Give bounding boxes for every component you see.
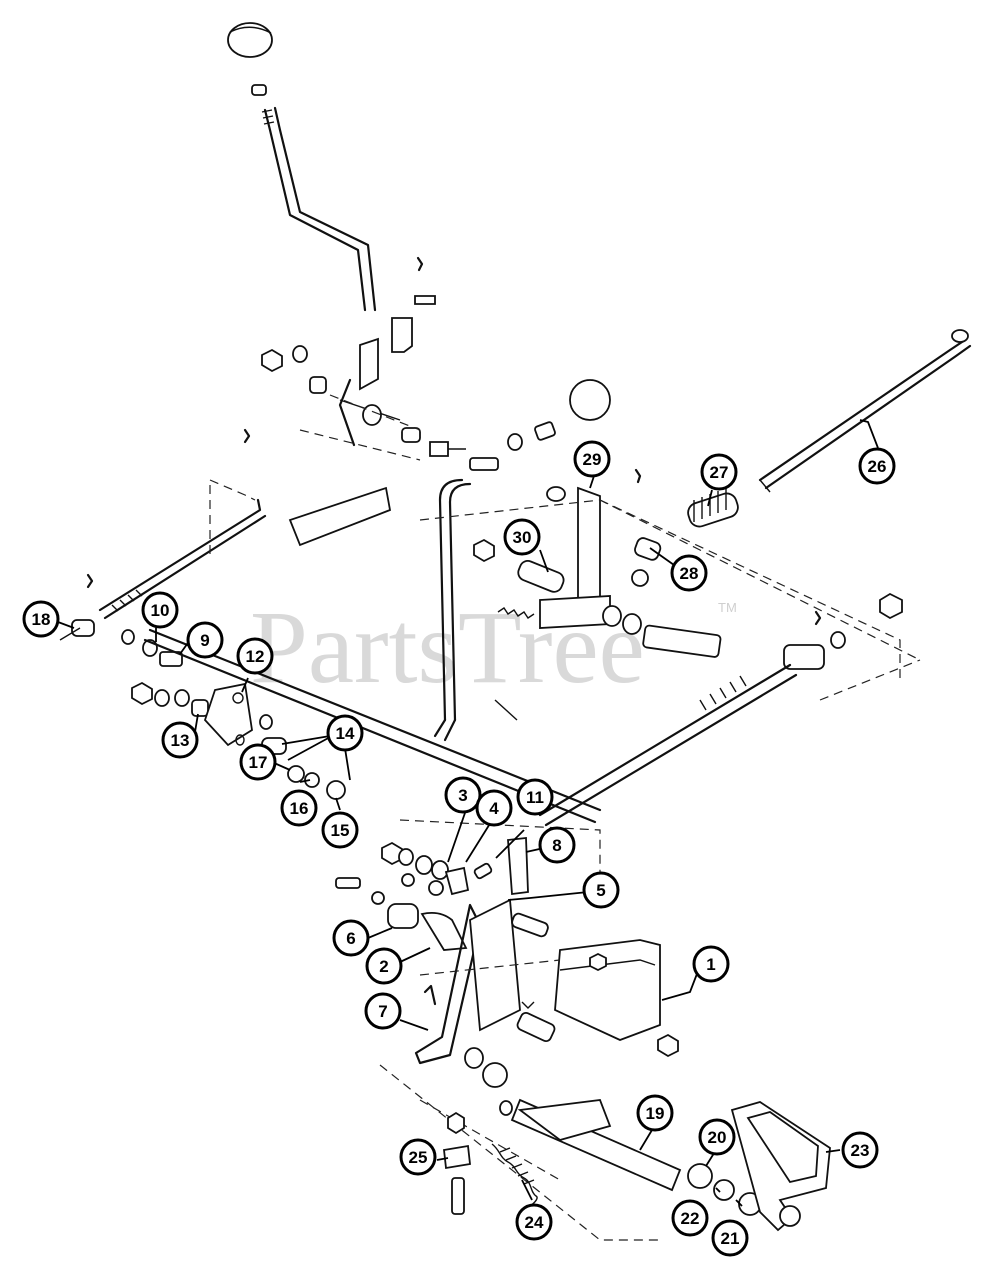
callout-label: 1 [706,955,715,974]
callout-label: 30 [513,528,532,547]
callout-24[interactable]: 24 [515,1203,553,1241]
callout-28[interactable]: 28 [670,554,708,592]
callout-label: 19 [646,1104,665,1123]
callout-17[interactable]: 17 [239,743,277,781]
callout-label: 23 [851,1141,870,1160]
callout-label: 17 [249,753,268,772]
callout-label: 13 [171,731,190,750]
callout-25[interactable]: 25 [399,1138,437,1176]
left-shift-rod [59,428,267,641]
callout-label: 9 [200,631,209,650]
callout-11[interactable]: 11 [516,778,554,816]
callout-label: 18 [32,610,51,629]
callout-label: 4 [489,799,499,818]
callout-30[interactable]: 30 [503,518,541,556]
leader-lines [57,419,879,1207]
vertical-rod-assembly [433,379,611,742]
right-pivot-block [783,592,903,670]
right-bracket-assembly [473,468,739,658]
callout-label: 20 [708,1128,727,1147]
shift-lever-assembly [227,22,377,312]
callout-label: 29 [583,450,602,469]
callout-21[interactable]: 21 [711,1219,749,1257]
callout-label: 28 [680,564,699,583]
lower-threaded-rod [538,663,798,827]
callout-label: 11 [526,788,544,807]
callout-label: 25 [409,1148,428,1167]
callout-3[interactable]: 3 [444,776,482,814]
callout-label: 22 [681,1209,700,1228]
callout-label: 7 [378,1002,387,1021]
callout-23[interactable]: 23 [841,1131,879,1169]
callout-15[interactable]: 15 [321,811,359,849]
callout-label: 15 [331,821,350,840]
watermark-trademark: TM [718,600,737,615]
callout-1[interactable]: 1 [692,945,730,983]
callout-label: 24 [525,1213,544,1232]
callout-label: 5 [596,881,605,900]
main-shaft-hardware [121,628,602,824]
callout-5[interactable]: 5 [582,871,620,909]
angled-plate [288,486,392,547]
long-rod-26 [758,329,972,493]
callout-2[interactable]: 2 [365,947,403,985]
callout-12[interactable]: 12 [236,637,274,675]
callout-label: 2 [379,957,388,976]
pedal-shaft-assembly [499,1098,831,1232]
callout-27[interactable]: 27 [700,453,738,491]
callout-label: 8 [552,836,561,855]
callout-29[interactable]: 29 [573,440,611,478]
callout-label: 21 [721,1229,740,1248]
callout-label: 14 [336,724,355,743]
callout-22[interactable]: 22 [671,1199,709,1237]
spring-and-tab-nut [443,1111,538,1215]
callout-6[interactable]: 6 [332,919,370,957]
callout-13[interactable]: 13 [161,721,199,759]
callout-label: 16 [290,799,309,818]
upper-hardware [261,345,466,457]
callout-19[interactable]: 19 [636,1094,674,1132]
callout-7[interactable]: 7 [364,992,402,1030]
callout-16[interactable]: 16 [280,789,318,827]
callout-9[interactable]: 9 [186,621,224,659]
callout-10[interactable]: 10 [141,591,179,629]
callout-label: 26 [868,457,887,476]
callout-26[interactable]: 26 [858,447,896,485]
callout-8[interactable]: 8 [538,826,576,864]
callout-18[interactable]: 18 [22,600,60,638]
callout-4[interactable]: 4 [475,789,513,827]
callout-label: 6 [346,929,355,948]
lower-control-assembly [335,836,679,1088]
callout-label: 10 [151,601,170,620]
callout-20[interactable]: 20 [698,1118,736,1156]
callout-14[interactable]: 14 [326,714,364,752]
callout-label: 12 [246,647,265,666]
callout-label: 3 [458,786,467,805]
callout-label: 27 [710,463,729,482]
